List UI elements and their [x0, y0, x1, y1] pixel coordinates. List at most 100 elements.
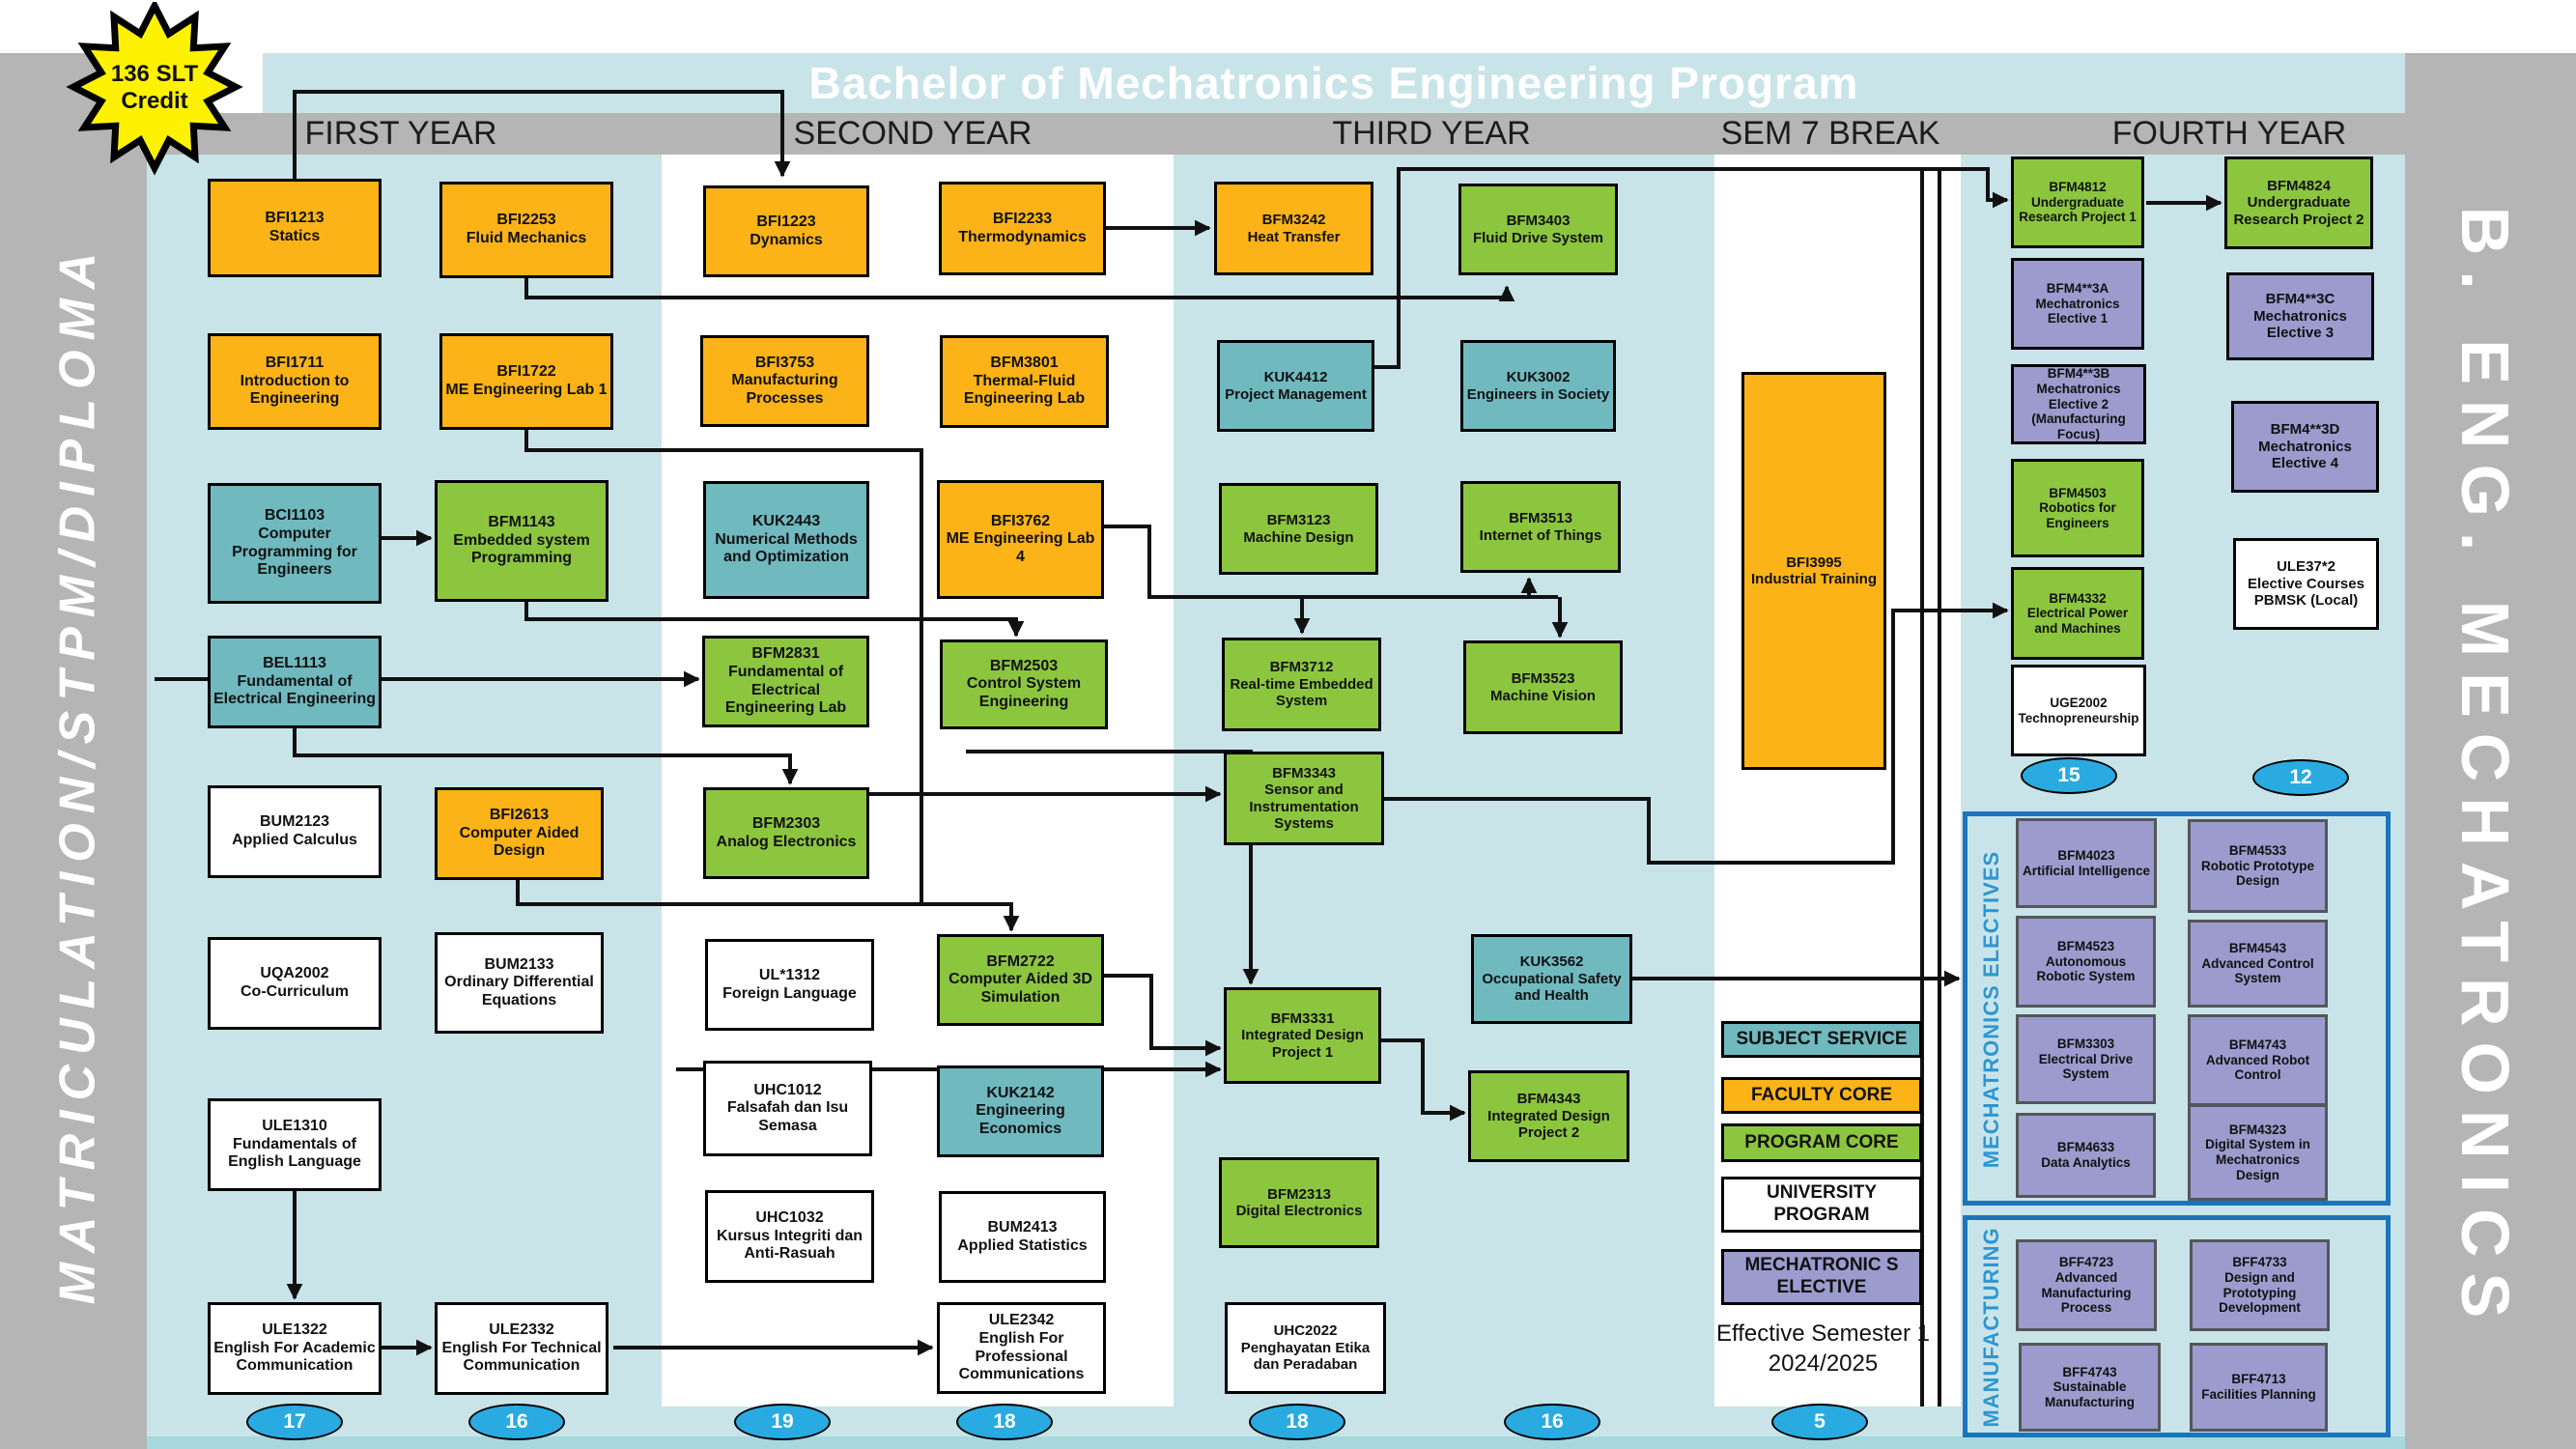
course-code: BFI1711 [265, 355, 325, 372]
credit-oval-18: 18 [956, 1404, 1053, 1440]
course-code: ULE2342 [988, 1312, 1055, 1329]
legend-faculty: FACULTY CORE [1721, 1077, 1922, 1114]
course-name: Dynamics [750, 231, 823, 248]
course-name: Thermodynamics [958, 228, 1087, 245]
year-header-band [0, 113, 2576, 155]
badge-line1: 136 SLT [111, 61, 199, 87]
year-header-sem-7-break: SEM 7 BREAK [1720, 115, 1940, 152]
course-name: Fundamental of Electrical Engineering La… [724, 663, 847, 717]
course-name: Manufacturing Processes [731, 372, 838, 407]
course-name: Falsafah dan Isu Semasa [726, 1099, 849, 1134]
course-code: UHC1012 [753, 1081, 822, 1098]
connector-15 [1384, 602, 2009, 865]
year-header-first-year: FIRST YEAR [304, 115, 497, 152]
course-name: Thermal-Fluid Engineering Lab [963, 372, 1086, 408]
course-name: Control System Engineering [966, 675, 1082, 710]
course-name: Electrical Power and Machines [2026, 606, 2129, 636]
entry-route-label: MATRICULATION/STPM/DIPLOMA [49, 242, 106, 1305]
connector-8 [524, 428, 923, 904]
course-code: BUM2133 [484, 955, 554, 973]
course-name: Fluid Mechanics [466, 230, 587, 246]
course-name: Mechatronics Elective 1 [2035, 296, 2120, 327]
course-name: English For Technical Communication [441, 1339, 602, 1375]
course-code: BFI1213 [265, 210, 325, 227]
course-name: English For Academic Communication [213, 1339, 376, 1375]
course-name: Fundamental of Electrical Engineering [212, 672, 377, 708]
course-code: KUK3562 [1519, 953, 1584, 971]
course-name: Digital Electronics [1235, 1203, 1363, 1219]
course-code: BFM4323 [2228, 1122, 2287, 1137]
course-code: KUK2443 [751, 513, 821, 530]
course-name: Integrated Design Project 2 [1487, 1107, 1610, 1142]
course-code: BFM4**3C [2265, 291, 2335, 308]
course-code: BFM3403 [1506, 213, 1571, 230]
course-name: Engineers in Society [1466, 385, 1610, 403]
course-code: BFM4**3B [2047, 366, 2110, 382]
connector-27 [1374, 298, 1401, 369]
course-code: BFF4733 [2232, 1255, 2287, 1270]
course-name: Electrical Drive System [2038, 1051, 2134, 1082]
right-sidebar [2405, 53, 2576, 1449]
course-name: Machine Design [1243, 528, 1354, 546]
connector-16 [1104, 974, 1222, 1057]
course-name: Facilities Planning [2201, 1387, 2316, 1402]
course-code: BFM4523 [2056, 939, 2115, 954]
course-name: English For Professional Communications [958, 1329, 1085, 1383]
credit-oval-12: 12 [2252, 759, 2349, 796]
course-code: BFI1223 [756, 213, 816, 230]
course-code: UQA2002 [260, 965, 329, 982]
course-name: Advanced Manufacturing Process [2041, 1269, 2132, 1316]
legend-university: UNIVERSITY PROGRAM [1721, 1177, 1922, 1233]
course-name: Computer Programming for Engineers [232, 525, 357, 579]
course-name: Engineering Economics [976, 1102, 1065, 1137]
year-header-fourth-year: FOURTH YEAR [2111, 115, 2347, 152]
course-name: Real-time Embedded System [1230, 675, 1373, 710]
course-name: Kursus Integriti dan Anti-Rasuah [716, 1227, 863, 1263]
course-code: BFM2831 [751, 645, 820, 663]
course-name: Sustainable Manufacturing [2045, 1379, 2135, 1409]
course-code: KUK3002 [1506, 369, 1571, 386]
course-code: ULE1310 [262, 1118, 327, 1135]
degree-label: B. ENG. MECHATRONICS [2448, 206, 2523, 1334]
course-name: Mechatronics Elective 2 (Manufacturing F… [2031, 382, 2126, 441]
course-name: Introduction to Engineering [240, 372, 350, 408]
page-title: Bachelor of Mechatronics Engineering Pro… [808, 58, 1859, 108]
course-name: Robotic Prototype Design [2201, 858, 2314, 889]
course-code: BFF4743 [2062, 1364, 2117, 1379]
course-name: Elective Courses PBMSK (Local) [2248, 575, 2364, 610]
course-name: Design and Prototyping Development [2219, 1269, 2301, 1316]
total-credit-badge: 136 SLT Credit [66, 2, 243, 176]
bottom-strip [147, 1436, 2405, 1449]
course-code: BFM3343 [1272, 764, 1336, 781]
course-name: Fluid Drive System [1472, 229, 1604, 246]
course-name: Fundamentals of English Language [228, 1135, 361, 1171]
course-code: BUM2123 [259, 813, 330, 831]
effective-note-line2: 2024/2025 [1768, 1350, 1879, 1378]
